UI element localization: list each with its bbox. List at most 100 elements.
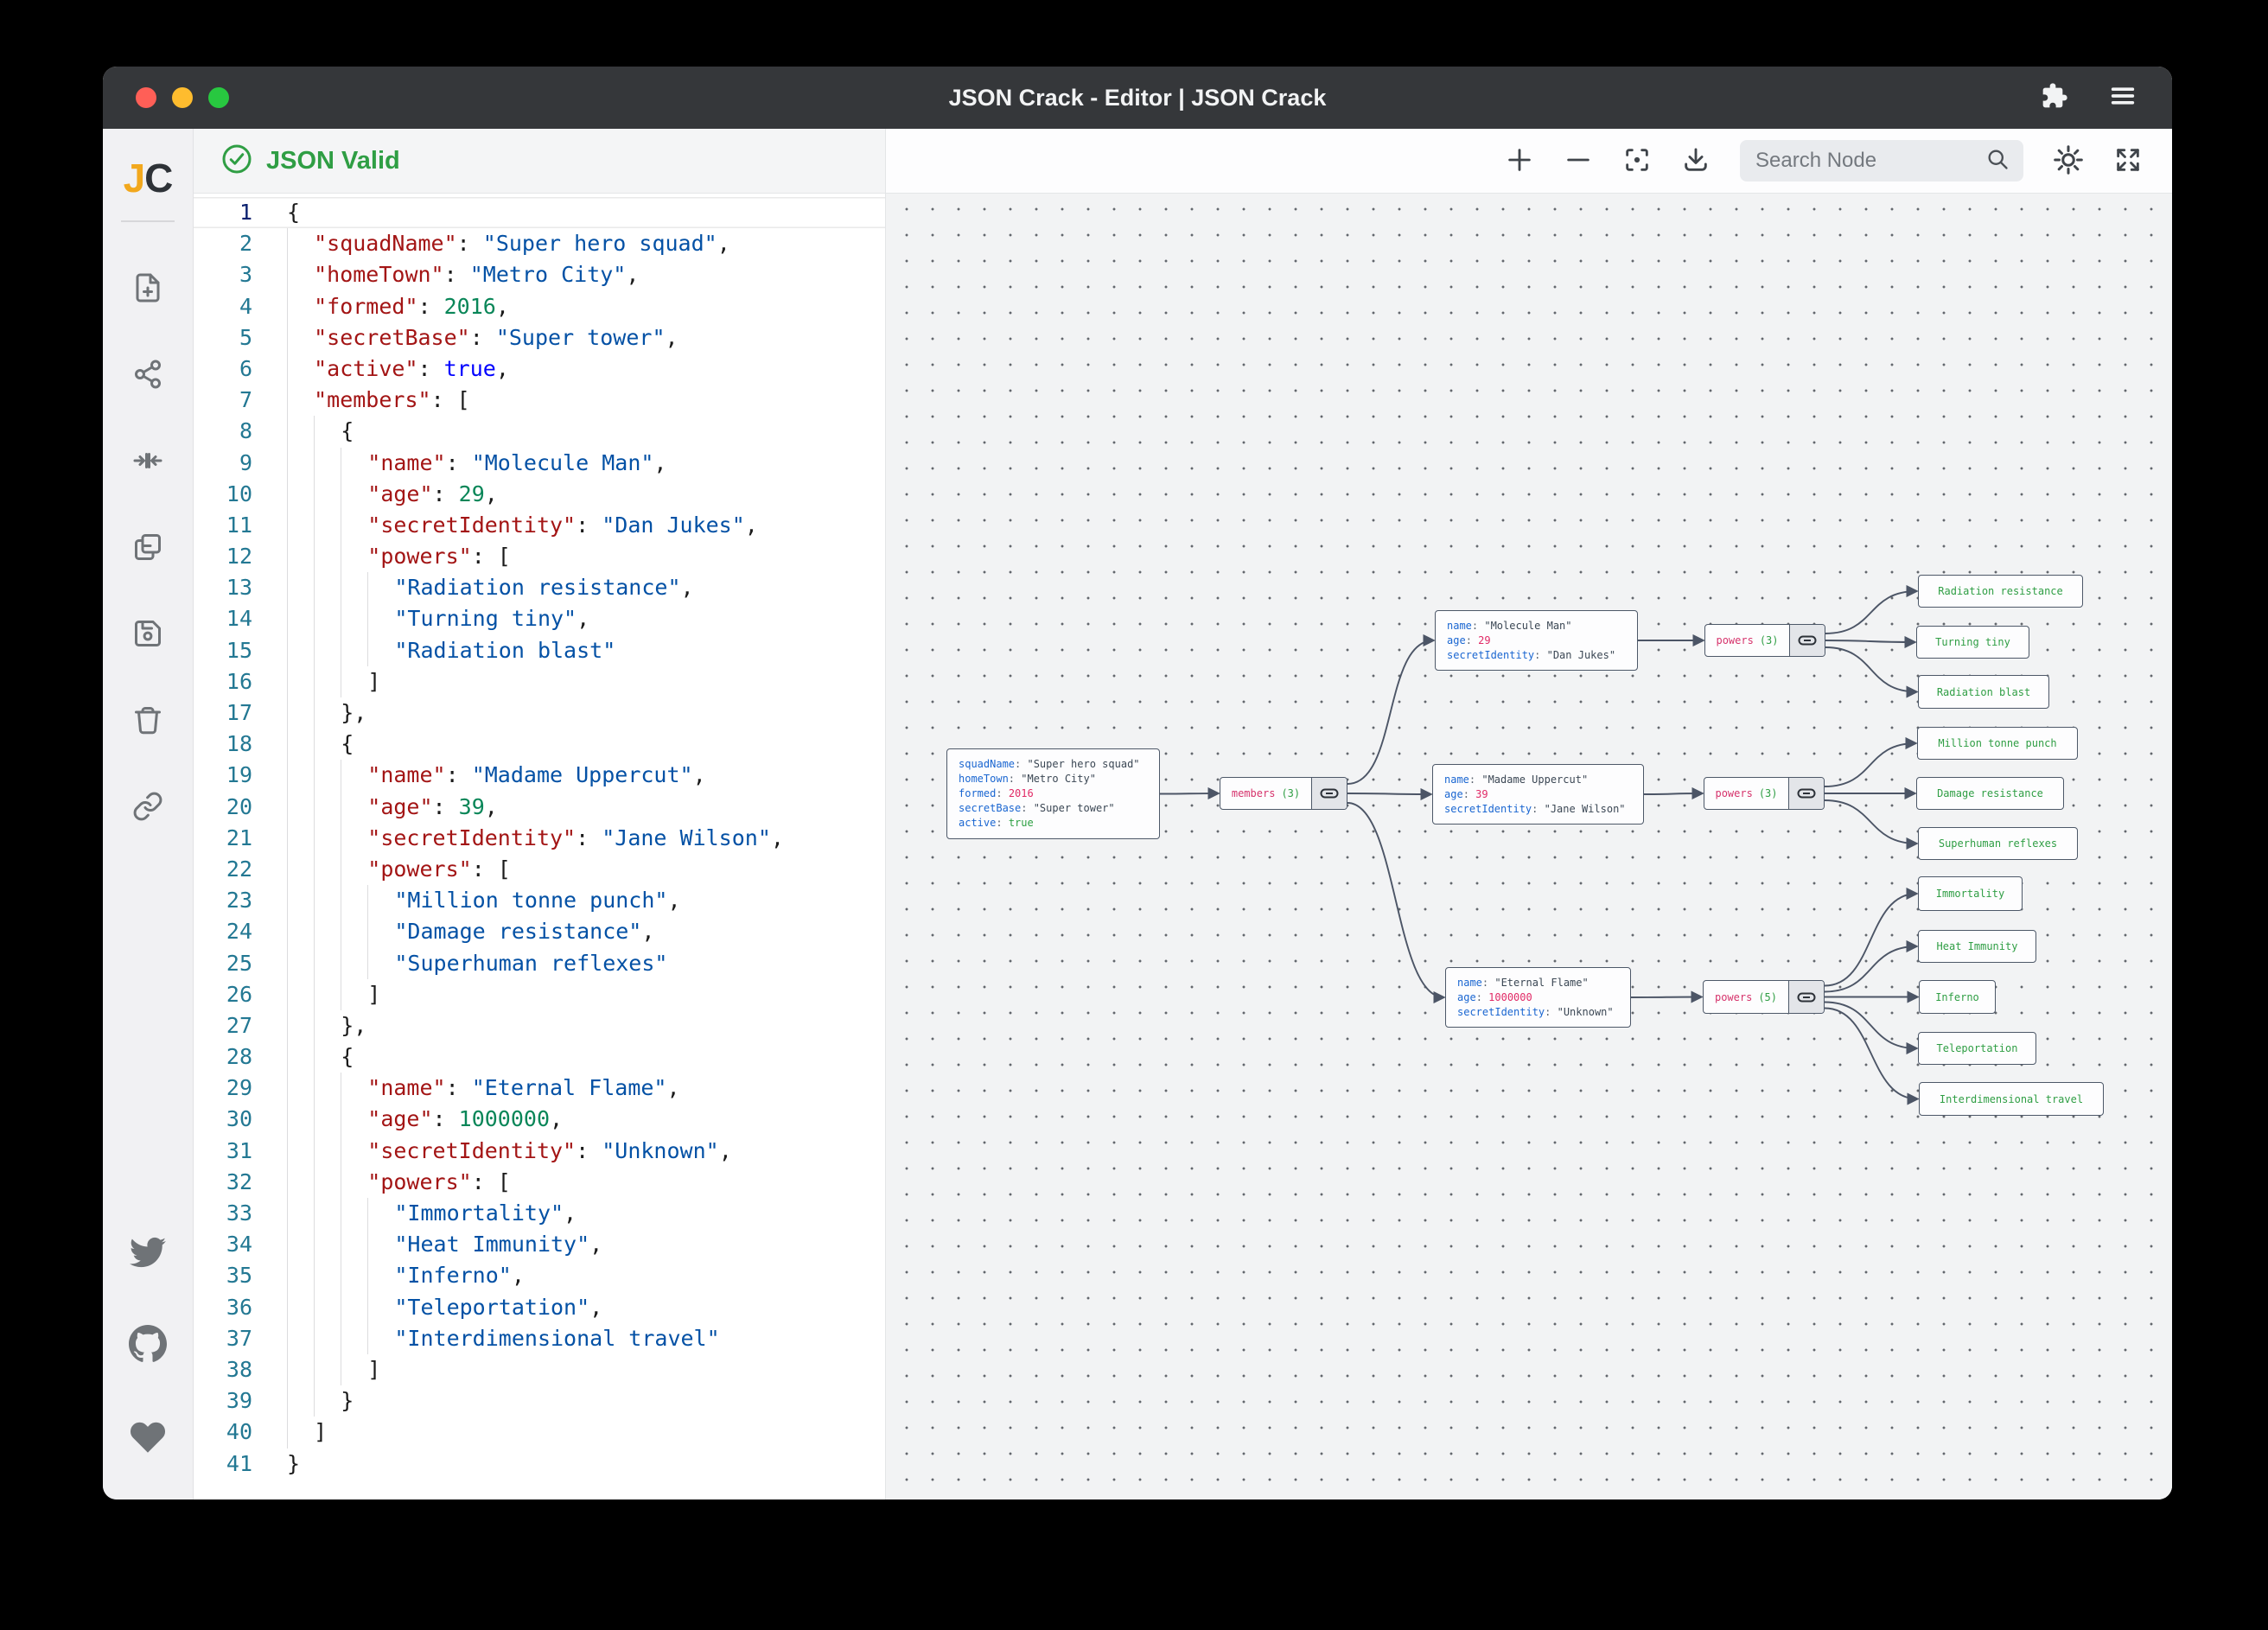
maximize-window-button[interactable] — [208, 87, 229, 108]
graph-node-powers3[interactable]: powers(5) — [1703, 980, 1825, 1014]
code-line: 24"Damage resistance", — [194, 916, 885, 948]
json-valid-status: JSON Valid — [266, 146, 400, 175]
graph-node-l3[interactable]: Radiation blast — [1918, 675, 2049, 709]
code-line: 27}, — [194, 1009, 885, 1042]
graph-node-members[interactable]: members(3) — [1220, 777, 1347, 810]
graph-node-powers1[interactable]: powers(3) — [1704, 624, 1825, 657]
github-button[interactable] — [129, 1325, 167, 1367]
code-line: 12"powers": [ — [194, 541, 885, 573]
settings-button[interactable] — [2053, 144, 2084, 178]
graph-edges — [1159, 584, 1920, 1105]
editor-status-bar: JSON Valid — [194, 129, 885, 194]
search-node-box — [1740, 140, 2023, 181]
graph-canvas[interactable]: squadName: "Super hero squad"homeTown: "… — [886, 194, 2172, 1499]
close-window-button[interactable] — [136, 87, 156, 108]
code-line: 17}, — [194, 697, 885, 729]
search-icon — [1985, 147, 2010, 175]
code-line: 35"Inferno", — [194, 1260, 885, 1292]
graph-pane: squadName: "Super hero squad"homeTown: "… — [886, 129, 2172, 1499]
code-line: 5"secretBase": "Super tower", — [194, 322, 885, 353]
code-line: 29"name": "Eternal Flame", — [194, 1073, 885, 1105]
code-line: 37"Interdimensional travel" — [194, 1322, 885, 1354]
graph-node-l9[interactable]: Inferno — [1919, 980, 1996, 1014]
graph-node-l5[interactable]: Damage resistance — [1916, 777, 2064, 810]
graph-node-powers2[interactable]: powers(3) — [1704, 777, 1825, 810]
code-line: 25"Superhuman reflexes" — [194, 947, 885, 979]
fit-width-button[interactable] — [103, 419, 193, 506]
code-line: 33"Immortality", — [194, 1198, 885, 1230]
expand-link-icon[interactable] — [1311, 778, 1347, 809]
zoom-out-button[interactable] — [1564, 145, 1593, 177]
graph-node-l1[interactable]: Radiation resistance — [1918, 575, 2083, 608]
graph-view-button[interactable] — [103, 333, 193, 419]
save-button[interactable] — [103, 592, 193, 678]
graph-node-l11[interactable]: Interdimensional travel — [1919, 1082, 2104, 1116]
code-editor[interactable]: 1{2"squadName": "Super hero squad",3"hom… — [194, 194, 885, 1499]
zoom-in-button[interactable] — [1505, 145, 1534, 177]
graph-node-l2[interactable]: Turning tiny — [1916, 626, 2029, 659]
fit-width-icon — [132, 445, 163, 481]
zoom-in-icon — [1505, 145, 1534, 177]
window-title: JSON Crack - Editor | JSON Crack — [948, 84, 1327, 111]
code-line: 11"secretIdentity": "Dan Jukes", — [194, 509, 885, 542]
graph-toolbar — [886, 129, 2172, 194]
copy-icon — [132, 532, 163, 567]
center-focus-button[interactable] — [1622, 145, 1652, 177]
graph-node-root[interactable]: squadName: "Super hero squad"homeTown: "… — [946, 748, 1160, 839]
center-focus-icon — [1622, 145, 1652, 177]
code-line: 2"squadName": "Super hero squad", — [194, 228, 885, 260]
code-line: 40] — [194, 1417, 885, 1449]
jsoncrack-logo[interactable]: JC — [123, 156, 174, 201]
code-line: 32"powers": [ — [194, 1166, 885, 1198]
code-line: 28{ — [194, 1041, 885, 1073]
code-line: 39} — [194, 1385, 885, 1417]
settings-gear-icon — [2053, 144, 2084, 178]
code-line: 38] — [194, 1353, 885, 1386]
delete-button[interactable] — [103, 678, 193, 765]
extension-puzzle-icon[interactable] — [2041, 82, 2068, 114]
expand-link-icon[interactable] — [1788, 778, 1824, 809]
twitter-button[interactable] — [130, 1234, 166, 1275]
code-line: 18{ — [194, 729, 885, 761]
graph-node-l7[interactable]: Immortality — [1918, 876, 2023, 911]
share-link-button[interactable] — [103, 765, 193, 851]
sidebar-divider — [121, 220, 175, 222]
code-line: 20"age": 39, — [194, 791, 885, 823]
graph-node-l10[interactable]: Teleportation — [1918, 1032, 2036, 1065]
code-line: 15"Radiation blast" — [194, 634, 885, 666]
search-node-input[interactable] — [1754, 148, 1977, 174]
twitter-icon — [130, 1237, 166, 1268]
expand-link-icon[interactable] — [1789, 625, 1825, 656]
download-image-button[interactable] — [1681, 145, 1711, 177]
link-icon — [132, 791, 163, 826]
code-line: 30"age": 1000000, — [194, 1104, 885, 1136]
code-line: 8{ — [194, 416, 885, 448]
menu-icon[interactable] — [2108, 81, 2137, 115]
zoom-out-icon — [1564, 145, 1593, 177]
sponsor-button[interactable] — [128, 1417, 168, 1461]
fullscreen-icon — [2113, 145, 2143, 177]
check-circle-icon — [221, 143, 252, 179]
app-window: JSON Crack - Editor | JSON Crack JC — [103, 67, 2172, 1499]
copy-button[interactable] — [103, 506, 193, 592]
new-document-button[interactable] — [103, 246, 193, 333]
fullscreen-button[interactable] — [2113, 145, 2143, 177]
graph-node-l4[interactable]: Million tonne punch — [1917, 727, 2078, 760]
code-line: 13"Radiation resistance", — [194, 572, 885, 604]
graph-node-l6[interactable]: Superhuman reflexes — [1918, 827, 2078, 860]
code-line: 41} — [226, 1450, 301, 1476]
code-line: 7"members": [ — [194, 385, 885, 417]
download-icon — [1681, 145, 1711, 177]
delete-trash-icon — [132, 704, 163, 740]
code-line: 34"Heat Immunity", — [194, 1229, 885, 1261]
minimize-window-button[interactable] — [172, 87, 193, 108]
code-line: 14"Turning tiny", — [194, 603, 885, 635]
editor-pane: JSON Valid 1{2"squadName": "Super hero s… — [194, 129, 886, 1499]
expand-link-icon[interactable] — [1788, 981, 1824, 1013]
code-line: 23"Million tonne punch", — [194, 885, 885, 917]
code-line: 31"secretIdentity": "Unknown", — [194, 1135, 885, 1167]
graph-node-l8[interactable]: Heat Immunity — [1918, 930, 2036, 963]
